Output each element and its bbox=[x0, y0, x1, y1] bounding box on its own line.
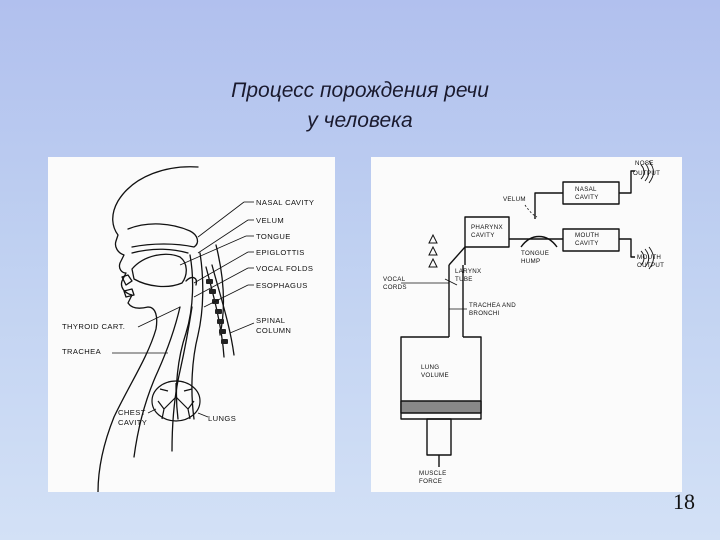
label-muscle: MUSCLE bbox=[419, 470, 447, 477]
label-column: COLUMN bbox=[256, 326, 291, 335]
label-tube: TUBE bbox=[455, 276, 473, 283]
pharynx-wall-back bbox=[191, 252, 204, 420]
label-lung: LUNG bbox=[421, 364, 439, 371]
label-nose: NOSE bbox=[635, 160, 654, 167]
label-epiglottis: EPIGLOTTIS bbox=[256, 248, 305, 257]
output-waves bbox=[640, 160, 654, 270]
label-force: FORCE bbox=[419, 478, 442, 485]
epiglottis bbox=[185, 276, 198, 286]
trachea-tube bbox=[133, 306, 181, 458]
label-velum: VELUM bbox=[256, 216, 284, 225]
label-velum: VELUM bbox=[503, 196, 526, 203]
label-tongue: TONGUE bbox=[256, 232, 291, 241]
pharynx-cavity-box bbox=[464, 216, 510, 248]
palate-line bbox=[131, 248, 189, 254]
label-thyroid-cart: THYROID CART. bbox=[62, 322, 125, 331]
larynx-tube bbox=[448, 247, 466, 337]
label-trachea: TRACHEA bbox=[62, 347, 102, 356]
label-pharynx-cavity: CAVITY bbox=[471, 232, 495, 239]
slide-title-line1: Процесс порождения речи bbox=[231, 79, 489, 102]
label-trachea-and: TRACHEA AND bbox=[469, 302, 516, 309]
label-esophagus: ESOPHAGUS bbox=[256, 281, 308, 290]
tongue-hump bbox=[520, 235, 558, 248]
label-cavity: CAVITY bbox=[118, 418, 147, 427]
label-pharynx: PHARYNX bbox=[471, 224, 503, 231]
jaw-teeth bbox=[121, 274, 135, 298]
label-nasal-cavity: CAVITY bbox=[575, 194, 599, 201]
label-lungs: LUNGS bbox=[208, 414, 236, 423]
page-number: 18 bbox=[673, 489, 695, 514]
label-spinal: SPINAL bbox=[256, 316, 285, 325]
nose-output-tube bbox=[619, 170, 635, 194]
back-of-neck bbox=[215, 244, 225, 336]
tongue-body bbox=[131, 253, 187, 288]
anatomy-diagram: NASAL CAVITY VELUM TONGUE EPIGLOTTIS VOC… bbox=[62, 166, 314, 492]
mouth-output-tube bbox=[619, 238, 635, 258]
speech-model-panel: NOSE OUTPUT VELUM NASAL CAVITY PHARYNX C… bbox=[371, 157, 682, 492]
label-mouth-output-2: OUTPUT bbox=[637, 262, 664, 269]
speech-model-diagram: NOSE OUTPUT VELUM NASAL CAVITY PHARYNX C… bbox=[383, 160, 664, 485]
piston-plate bbox=[400, 400, 482, 414]
anatomy-diagram-panel: NASAL CAVITY VELUM TONGUE EPIGLOTTIS VOC… bbox=[48, 157, 335, 492]
label-nose-output: OUTPUT bbox=[633, 170, 660, 177]
trachea-tube-right bbox=[171, 306, 193, 452]
label-hump: HUMP bbox=[521, 258, 540, 265]
label-volume: VOLUME bbox=[421, 372, 449, 379]
label-nasal-cavity: NASAL CAVITY bbox=[256, 198, 314, 207]
label-mouth: MOUTH bbox=[575, 232, 599, 239]
lungs-graphic bbox=[151, 380, 201, 422]
mouth-cavity-box bbox=[562, 228, 620, 252]
slide-title-line2: у человека bbox=[307, 109, 413, 132]
label-mouth-output-1: MOUTH bbox=[637, 254, 661, 261]
piston-rod bbox=[426, 418, 452, 456]
label-vocal-folds: VOCAL FOLDS bbox=[256, 264, 313, 273]
head-outline bbox=[97, 166, 199, 492]
vocal-cord-triangles bbox=[428, 233, 438, 268]
label-larynx: LARYNX bbox=[455, 268, 481, 275]
nasal-connector bbox=[534, 192, 563, 219]
label-nasal: NASAL bbox=[575, 186, 597, 193]
label-vocal: VOCAL bbox=[383, 276, 406, 283]
nasal-cavity-outline bbox=[127, 223, 199, 248]
label-cords: CORDS bbox=[383, 284, 407, 291]
label-bronchi: BRONCHI bbox=[469, 310, 500, 317]
label-mouth-cavity: CAVITY bbox=[575, 240, 599, 247]
label-tongue: TONGUE bbox=[521, 250, 549, 257]
label-chest: CHEST bbox=[118, 408, 146, 417]
